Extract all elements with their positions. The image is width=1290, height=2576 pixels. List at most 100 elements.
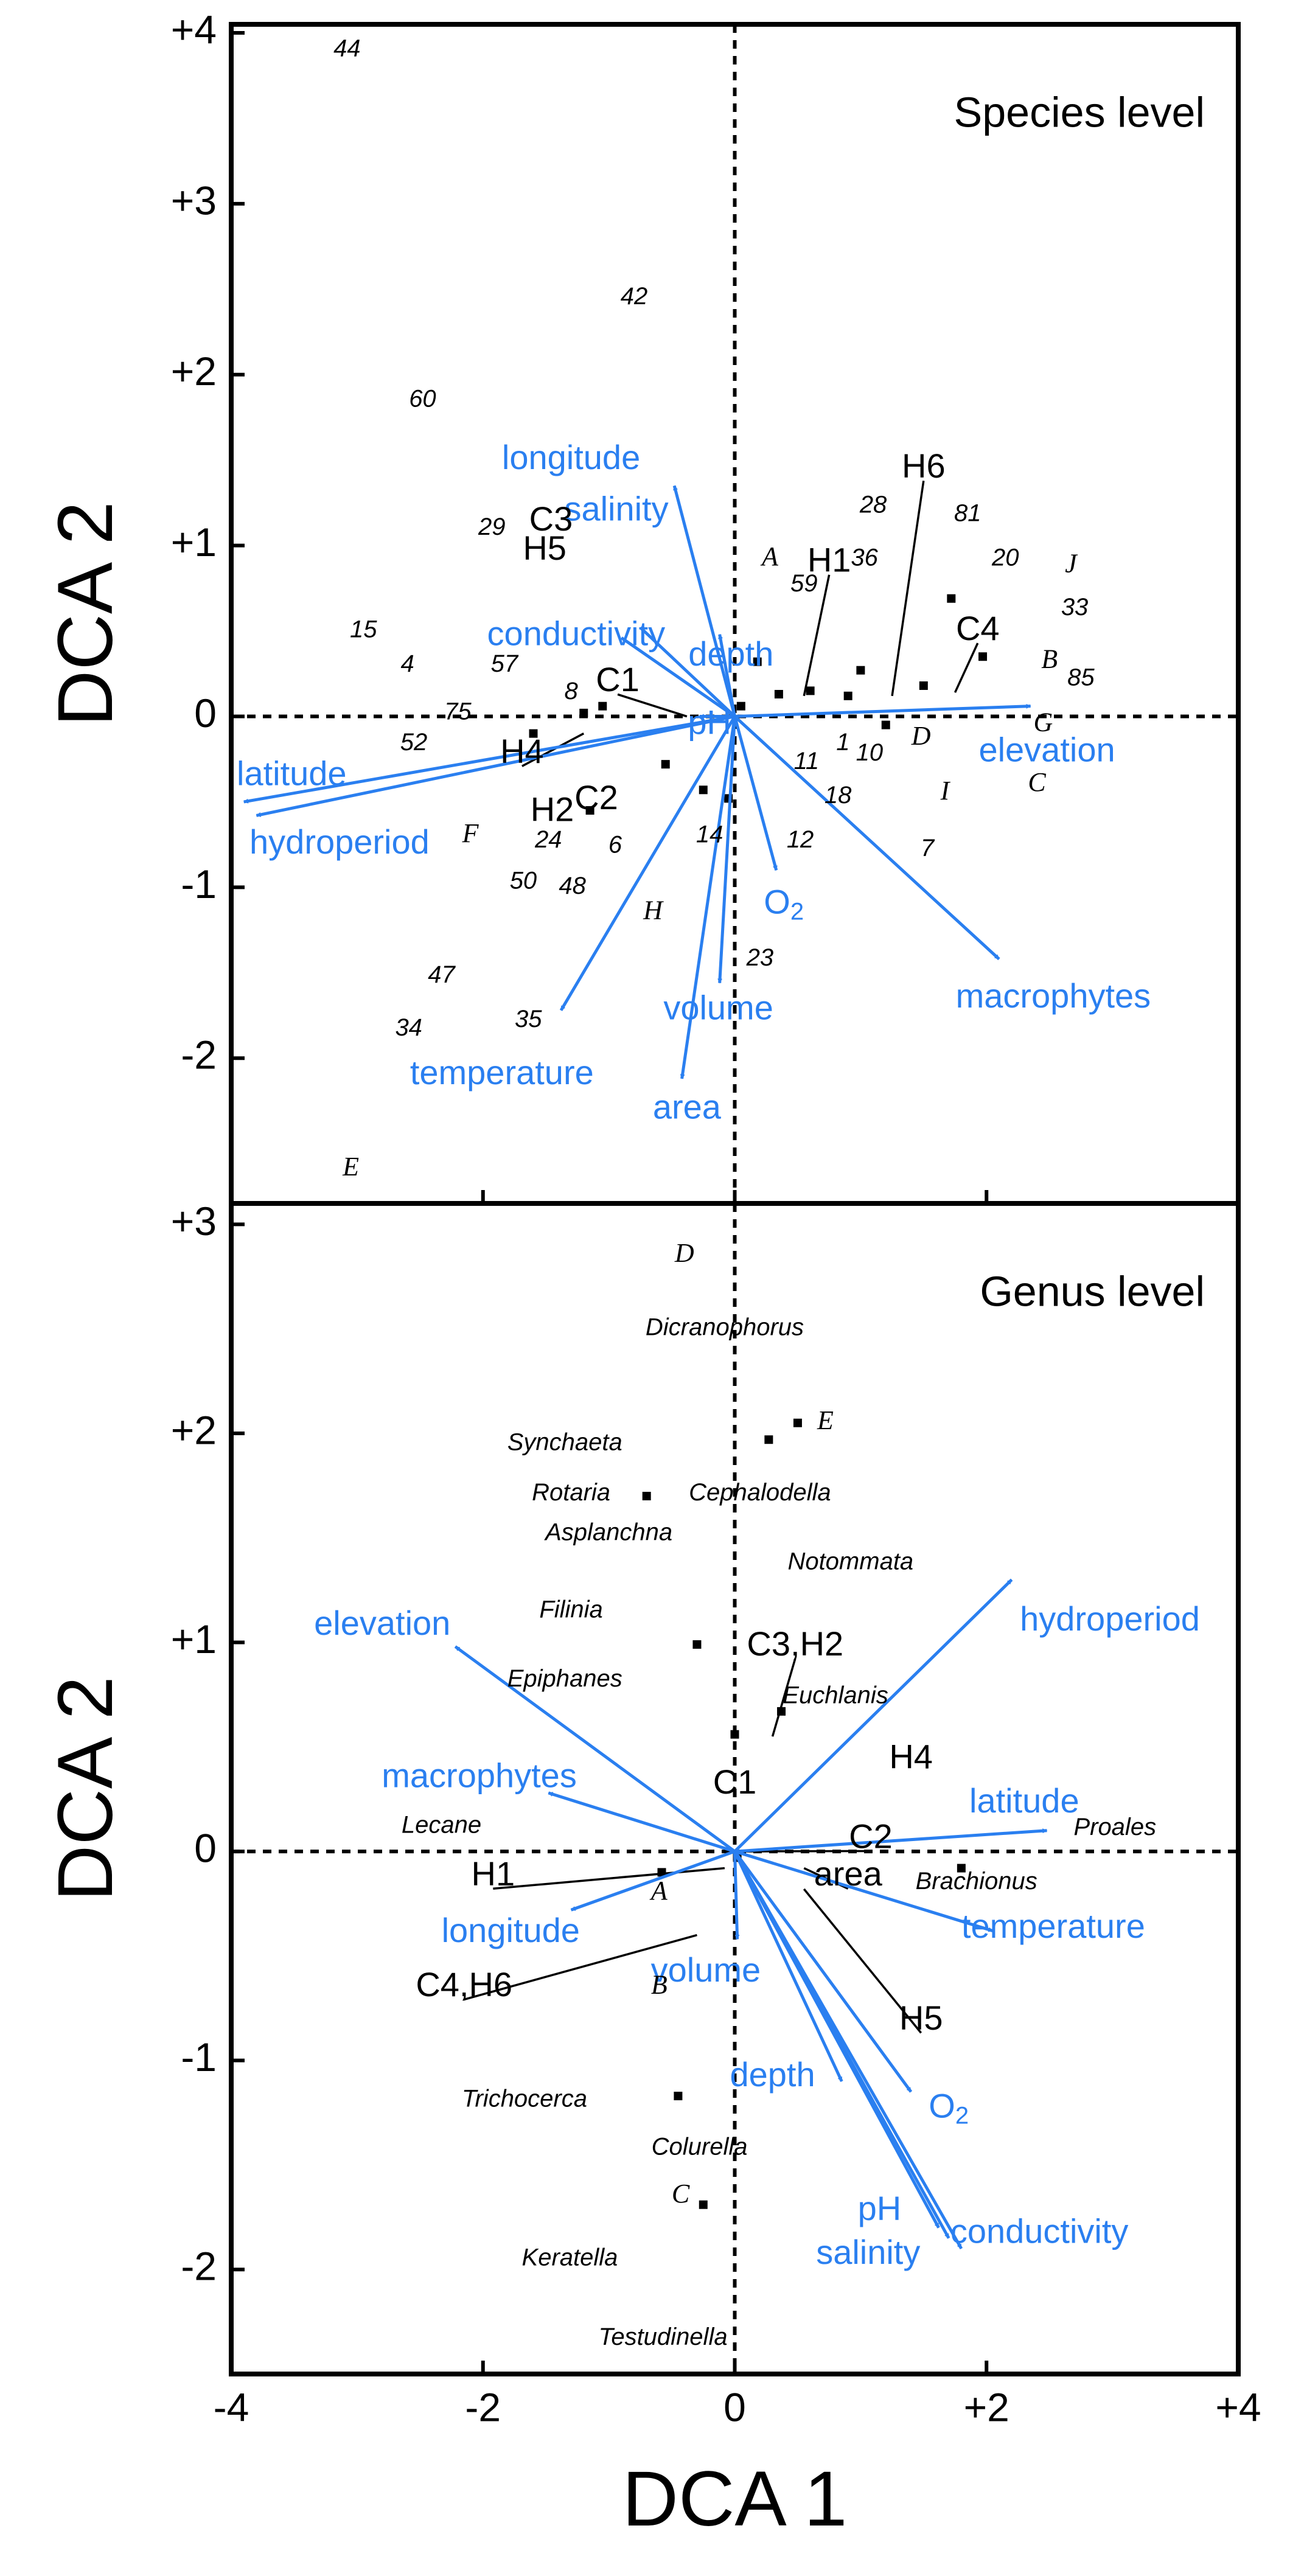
species-label: 10 — [856, 739, 884, 766]
species-label: 36 — [851, 545, 878, 571]
species-label: 57 — [491, 650, 519, 677]
site-letter: C — [672, 2179, 690, 2209]
genus-label: Brachionus — [916, 1868, 1037, 1895]
species-label: 29 — [478, 513, 506, 540]
arrow-label-longitude: longitude — [502, 438, 640, 476]
genus-label: Epiphanes — [507, 1665, 622, 1692]
arrow-label-hydroperiod: hydroperiod — [249, 823, 430, 861]
marker — [699, 2200, 708, 2209]
site-label: H1 — [807, 541, 851, 579]
site-letter: H — [643, 896, 664, 925]
lead-line — [771, 1658, 797, 1737]
marker — [579, 708, 588, 717]
y-tick-label: +3 — [171, 1199, 217, 1244]
arrow-o2 — [733, 1850, 913, 2093]
site-letter: F — [462, 818, 479, 848]
marker — [843, 691, 852, 700]
marker — [642, 1492, 651, 1500]
species-label: 1 — [836, 729, 849, 756]
site-markers — [529, 594, 988, 815]
genus-label: Trichocerca — [462, 2085, 587, 2112]
arrow-label-salinity: salinity — [564, 489, 668, 527]
site-letter: J — [1065, 548, 1078, 578]
species-label: 59 — [790, 570, 818, 597]
species-label: 14 — [696, 821, 723, 848]
arrow-label-elevation: elevation — [978, 730, 1115, 768]
site-letter: B — [651, 1969, 668, 1999]
lead-lines — [521, 481, 979, 767]
arrow-latitude — [243, 715, 735, 804]
species-label: 81 — [954, 500, 981, 527]
arrow-conductivity — [733, 1850, 963, 2250]
site-letter: D — [911, 721, 931, 751]
site-letter: C — [1028, 767, 1046, 797]
marker — [978, 652, 988, 661]
marker — [764, 1435, 773, 1444]
genus-label: Colurella — [652, 2134, 748, 2160]
site-label: H5 — [899, 1999, 943, 2037]
site-letter: E — [817, 1405, 834, 1435]
species-label: 12 — [787, 826, 814, 853]
site-letter: I — [940, 776, 951, 806]
genus-label: Dicranophorus — [646, 1314, 804, 1341]
y-tick-label: +1 — [171, 1617, 217, 1662]
marker — [657, 1868, 666, 1877]
arrow-conductivity — [620, 636, 736, 718]
species-label: 60 — [409, 385, 436, 412]
species-label: 8 — [564, 678, 578, 705]
arrow-volume — [717, 716, 736, 984]
lead-line — [521, 733, 585, 767]
y-tick-label: +4 — [171, 7, 217, 52]
arrow-label-macrophytes: macrophytes — [956, 976, 1151, 1015]
lead-line — [803, 574, 831, 697]
site-letter: A — [760, 541, 779, 571]
species-label: 47 — [428, 961, 456, 988]
site-label: H4 — [889, 1738, 933, 1776]
x-axis-title: DCA 1 — [622, 2456, 848, 2543]
marker — [598, 701, 607, 711]
panel-title: Species level — [954, 88, 1205, 136]
genus-label: Asplanchna — [544, 1519, 672, 1545]
y-tick-label: +2 — [171, 1407, 217, 1452]
arrow-label-temperature: temperature — [410, 1053, 594, 1091]
site-label: C3,H2 — [747, 1624, 843, 1663]
y-tick-label: -1 — [181, 862, 217, 907]
y-axis-title: DCA 2 — [42, 1676, 129, 1901]
arrow-o2 — [733, 715, 778, 871]
arrow-label-volume: volume — [663, 988, 773, 1026]
species-label: 4 — [401, 650, 414, 677]
genus-label: Lecane — [402, 1811, 481, 1838]
marker — [806, 686, 815, 695]
y-tick-label: 0 — [194, 691, 217, 736]
site-label: C2 — [849, 1817, 893, 1855]
site-letter: D — [674, 1238, 694, 1268]
marker — [753, 657, 762, 666]
lead-line — [954, 642, 979, 693]
arrow-macrophytes — [733, 715, 1000, 961]
marker — [585, 806, 594, 815]
site-label: H1 — [472, 1854, 515, 1893]
arrow-temperature — [559, 715, 736, 1011]
genus-label: Euchlanis — [783, 1682, 888, 1708]
arrow-label-longitude: longitude — [442, 1911, 580, 1949]
arrow-label-depth: depth — [688, 635, 773, 673]
site-label: C2 — [574, 778, 618, 816]
site-label: area — [814, 1854, 883, 1893]
species-label: 34 — [395, 1014, 422, 1041]
arrow-depth — [733, 1851, 843, 2083]
arrow-label-macrophytes: macrophytes — [382, 1756, 577, 1795]
marker — [661, 760, 670, 769]
site-letter: A — [649, 1876, 668, 1906]
arrow-label-ph: pH — [858, 2189, 902, 2227]
marker — [957, 1864, 966, 1873]
panel-title: Genus level — [980, 1267, 1205, 1315]
y-tick-label: 0 — [194, 1826, 217, 1871]
arrow-label-elevation: elevation — [314, 1604, 450, 1642]
arrow-label-latitude: latitude — [969, 1781, 1079, 1820]
lead-line — [803, 1888, 922, 2034]
arrow-hydroperiod — [733, 1578, 1013, 1853]
genus-label: Proales — [1073, 1814, 1156, 1840]
y-axis-title: DCA 2 — [42, 501, 129, 726]
x-tick-label: +2 — [964, 2384, 1009, 2429]
